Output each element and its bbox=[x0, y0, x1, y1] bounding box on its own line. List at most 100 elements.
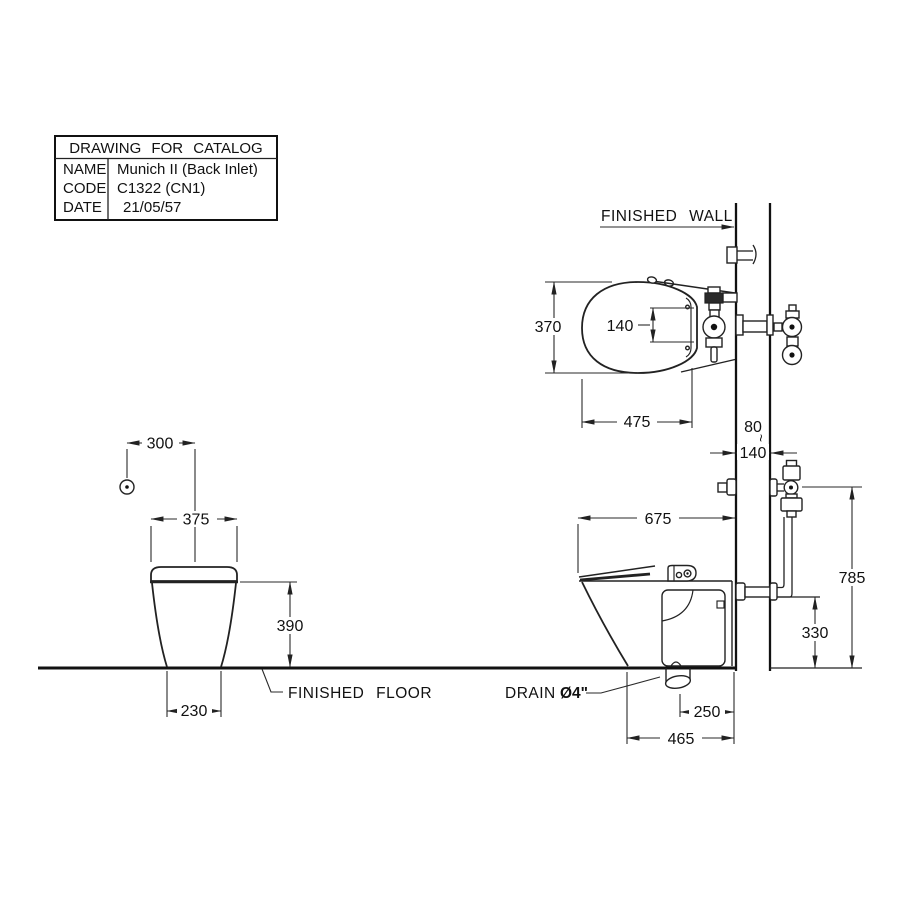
dim-140-wall: 140 bbox=[740, 445, 767, 462]
title-row-date-value: 21/05/57 bbox=[123, 199, 181, 216]
side-dimensions: 675 785 330 250 465 DRAIN Ø4" FINISHED F… bbox=[261, 486, 872, 748]
title-block: DRAWING FOR CATALOG NAME Munich II (Back… bbox=[54, 135, 278, 221]
drawing-rect bbox=[722, 292, 738, 303]
dim-390: 390 bbox=[277, 618, 304, 635]
drawing-rect bbox=[769, 582, 778, 601]
drawing-rect bbox=[788, 304, 797, 312]
drawing-rect bbox=[660, 730, 702, 747]
dim-475: 475 bbox=[624, 414, 651, 431]
finished-floor-label: FINISHED FLOOR bbox=[288, 685, 432, 702]
drawing-rect bbox=[735, 314, 744, 336]
side-view bbox=[578, 459, 820, 689]
drawing-rect bbox=[766, 314, 774, 336]
drawing-rect bbox=[782, 465, 801, 481]
drawing-rect bbox=[795, 624, 835, 641]
dim-375: 375 bbox=[183, 512, 210, 529]
drawing-rect bbox=[716, 600, 725, 609]
drawing-line bbox=[579, 572, 651, 582]
drawing-rect bbox=[786, 510, 797, 518]
drawing-rect bbox=[744, 586, 771, 598]
title-row-code-value: C1322 (CN1) bbox=[117, 180, 205, 197]
title-row-name-label: NAME bbox=[63, 161, 106, 178]
drawing-circle bbox=[686, 572, 689, 575]
dim-range-tilde: ~ bbox=[753, 434, 769, 442]
drawing-rect bbox=[773, 322, 783, 332]
drawing-rect bbox=[704, 292, 724, 304]
drawing-rect bbox=[142, 435, 179, 451]
drawing-rect bbox=[177, 703, 212, 719]
title-block-header: DRAWING FOR CATALOG bbox=[69, 140, 262, 157]
drain-label: DRAIN bbox=[505, 685, 556, 702]
drawing-rect bbox=[705, 337, 723, 348]
dim-300: 300 bbox=[147, 436, 174, 453]
dim-465: 465 bbox=[668, 731, 695, 748]
lid-top-side bbox=[578, 565, 656, 578]
drawing-rect bbox=[708, 302, 721, 311]
drawing-rect bbox=[710, 346, 718, 363]
seat-outline-plan bbox=[581, 281, 698, 374]
drawing-path bbox=[670, 661, 682, 667]
drawing-rect bbox=[786, 336, 799, 347]
bowl-left-side bbox=[151, 582, 168, 668]
drawing-rect bbox=[737, 444, 769, 460]
drawing-rect bbox=[726, 478, 737, 496]
drawing-rect bbox=[780, 497, 803, 512]
drawing-circle bbox=[685, 345, 691, 351]
drawing-rect bbox=[707, 286, 721, 294]
plan-view bbox=[581, 276, 803, 374]
drawing-path bbox=[685, 297, 692, 358]
drain-size-label: Ø4" bbox=[560, 685, 588, 702]
drawing-circle bbox=[789, 324, 795, 330]
dim-230: 230 bbox=[181, 703, 208, 720]
seat-hinge-cap bbox=[667, 564, 697, 582]
drawing-rect bbox=[54, 135, 278, 221]
drawing-rect bbox=[742, 320, 768, 333]
drawing-rect bbox=[530, 318, 567, 335]
drawing-circle bbox=[789, 485, 793, 490]
drain-pipe bbox=[664, 668, 692, 689]
dim-785: 785 bbox=[839, 570, 866, 587]
title-row-name-value: Munich II (Back Inlet) bbox=[117, 161, 258, 178]
drawing-rect bbox=[717, 482, 728, 493]
drawing-rect bbox=[769, 478, 778, 497]
finished-wall-label: FINISHED WALL bbox=[601, 208, 733, 225]
seat-front-view bbox=[150, 566, 238, 582]
dim-140-plan: 140 bbox=[607, 318, 634, 335]
flush-valve-plan bbox=[702, 286, 738, 363]
supply-pipe-plan bbox=[735, 304, 803, 366]
drawing-rect bbox=[726, 246, 738, 264]
wall-bolt bbox=[726, 244, 757, 265]
drawing-rect bbox=[269, 617, 311, 634]
dim-675: 675 bbox=[645, 511, 672, 528]
inlet-pipe-side bbox=[735, 517, 820, 601]
drawing-rect bbox=[637, 510, 679, 527]
front-dimensions: 300 375 390 230 bbox=[126, 435, 311, 720]
finished-floor-leader bbox=[261, 668, 283, 693]
flush-valve-side bbox=[717, 459, 803, 518]
tank-bottom-edge-plan bbox=[680, 358, 736, 373]
plan-dimensions: 370 140 475 80 ~ 140 bbox=[530, 281, 797, 462]
title-row-date-label: DATE bbox=[63, 199, 102, 216]
trap-recess bbox=[661, 589, 726, 667]
drawing-circle bbox=[710, 323, 718, 331]
drawing-rect bbox=[832, 569, 872, 586]
bowl-front-profile bbox=[581, 581, 629, 667]
drawing-path bbox=[777, 517, 785, 589]
bowl-right-side bbox=[220, 582, 237, 668]
tank-top-edge-plan bbox=[655, 280, 736, 294]
title-row-code-label: CODE bbox=[63, 180, 106, 197]
drain-leader bbox=[586, 676, 661, 694]
front-view bbox=[119, 479, 238, 668]
dim-80: 80 bbox=[744, 419, 762, 436]
drawing-circle bbox=[125, 485, 129, 489]
drawing-rect bbox=[735, 582, 746, 601]
drawing-ellipse bbox=[664, 675, 692, 689]
drawing-path bbox=[661, 589, 694, 622]
drawing-rect bbox=[689, 704, 725, 720]
dim-370: 370 bbox=[535, 319, 562, 336]
drawing-path bbox=[752, 244, 757, 265]
drawing-rect bbox=[617, 413, 657, 430]
drawing-rect bbox=[177, 511, 217, 527]
